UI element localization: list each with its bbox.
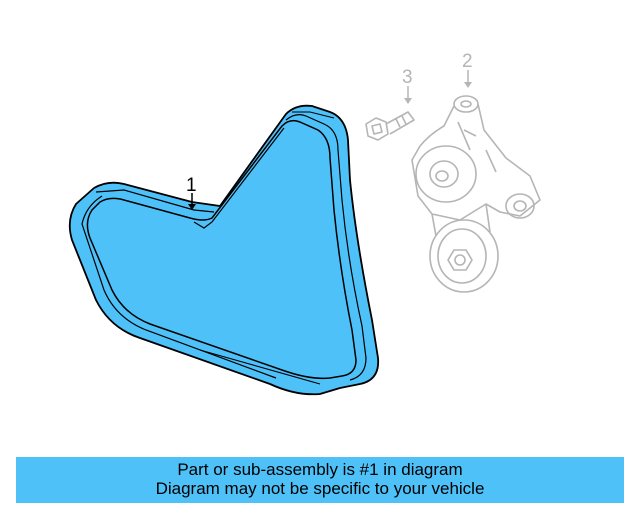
tensioner-arm	[411, 103, 541, 221]
tensioner-pulley-lower	[429, 219, 499, 293]
callout-3-arrowhead	[404, 98, 412, 104]
belt-rib-line-left	[81, 195, 277, 379]
serpentine-belt[interactable]	[68, 104, 380, 396]
tensioner-right-ear	[505, 193, 535, 219]
tensioner-lower-arm	[431, 203, 491, 237]
caption-bar: Part or sub-assembly is #1 in diagram Di…	[16, 457, 624, 503]
belt-top-inner-edge	[292, 111, 335, 119]
callout-1-label: 1	[186, 175, 197, 196]
bolt-shank	[385, 111, 415, 135]
callout-1[interactable]: 1	[186, 175, 197, 210]
tensioner-pulley-upper	[415, 145, 477, 203]
parts-diagram: 1 3 2	[68, 51, 541, 396]
tensioner-pulley-upper-bolt	[435, 170, 449, 182]
tensioner-pulley-lower-bolt	[454, 254, 466, 266]
belt-inner-edge	[86, 119, 357, 380]
belt-bottom-groove	[199, 349, 321, 385]
callout-3-label: 3	[402, 67, 413, 88]
tensioner-pulley-upper-hub	[429, 160, 459, 188]
tensioner-right-ear-hole	[513, 200, 527, 212]
bolt-head-face	[371, 123, 383, 135]
callout-1-arrowhead	[188, 204, 196, 210]
bolt-head	[365, 117, 389, 141]
tensioner-top-hole	[460, 100, 472, 108]
tensioner-pulley-lower-hub	[447, 249, 473, 271]
callout-2-arrowhead	[464, 82, 472, 88]
belt-outer-shape	[68, 104, 380, 396]
callout-2-label: 2	[462, 51, 473, 72]
belt-rib-line	[285, 114, 367, 381]
belt-rib-line-top	[95, 189, 215, 213]
bolt-part[interactable]	[365, 111, 415, 141]
tensioner-top-boss	[453, 95, 479, 113]
tensioner-detail-lines	[457, 121, 497, 173]
callout-2[interactable]: 2	[462, 51, 473, 88]
belt-notch-edge	[193, 127, 285, 229]
callout-3[interactable]: 3	[402, 67, 413, 104]
tensioner-pulley-lower-rim	[437, 228, 487, 284]
belt-tensioner-part[interactable]	[411, 95, 541, 293]
caption-line-1: Part or sub-assembly is #1 in diagram	[177, 460, 463, 479]
caption-line-2: Diagram may not be specific to your vehi…	[155, 479, 485, 498]
bolt-thread-2	[401, 115, 407, 125]
bolt-thread-1	[395, 118, 401, 128]
